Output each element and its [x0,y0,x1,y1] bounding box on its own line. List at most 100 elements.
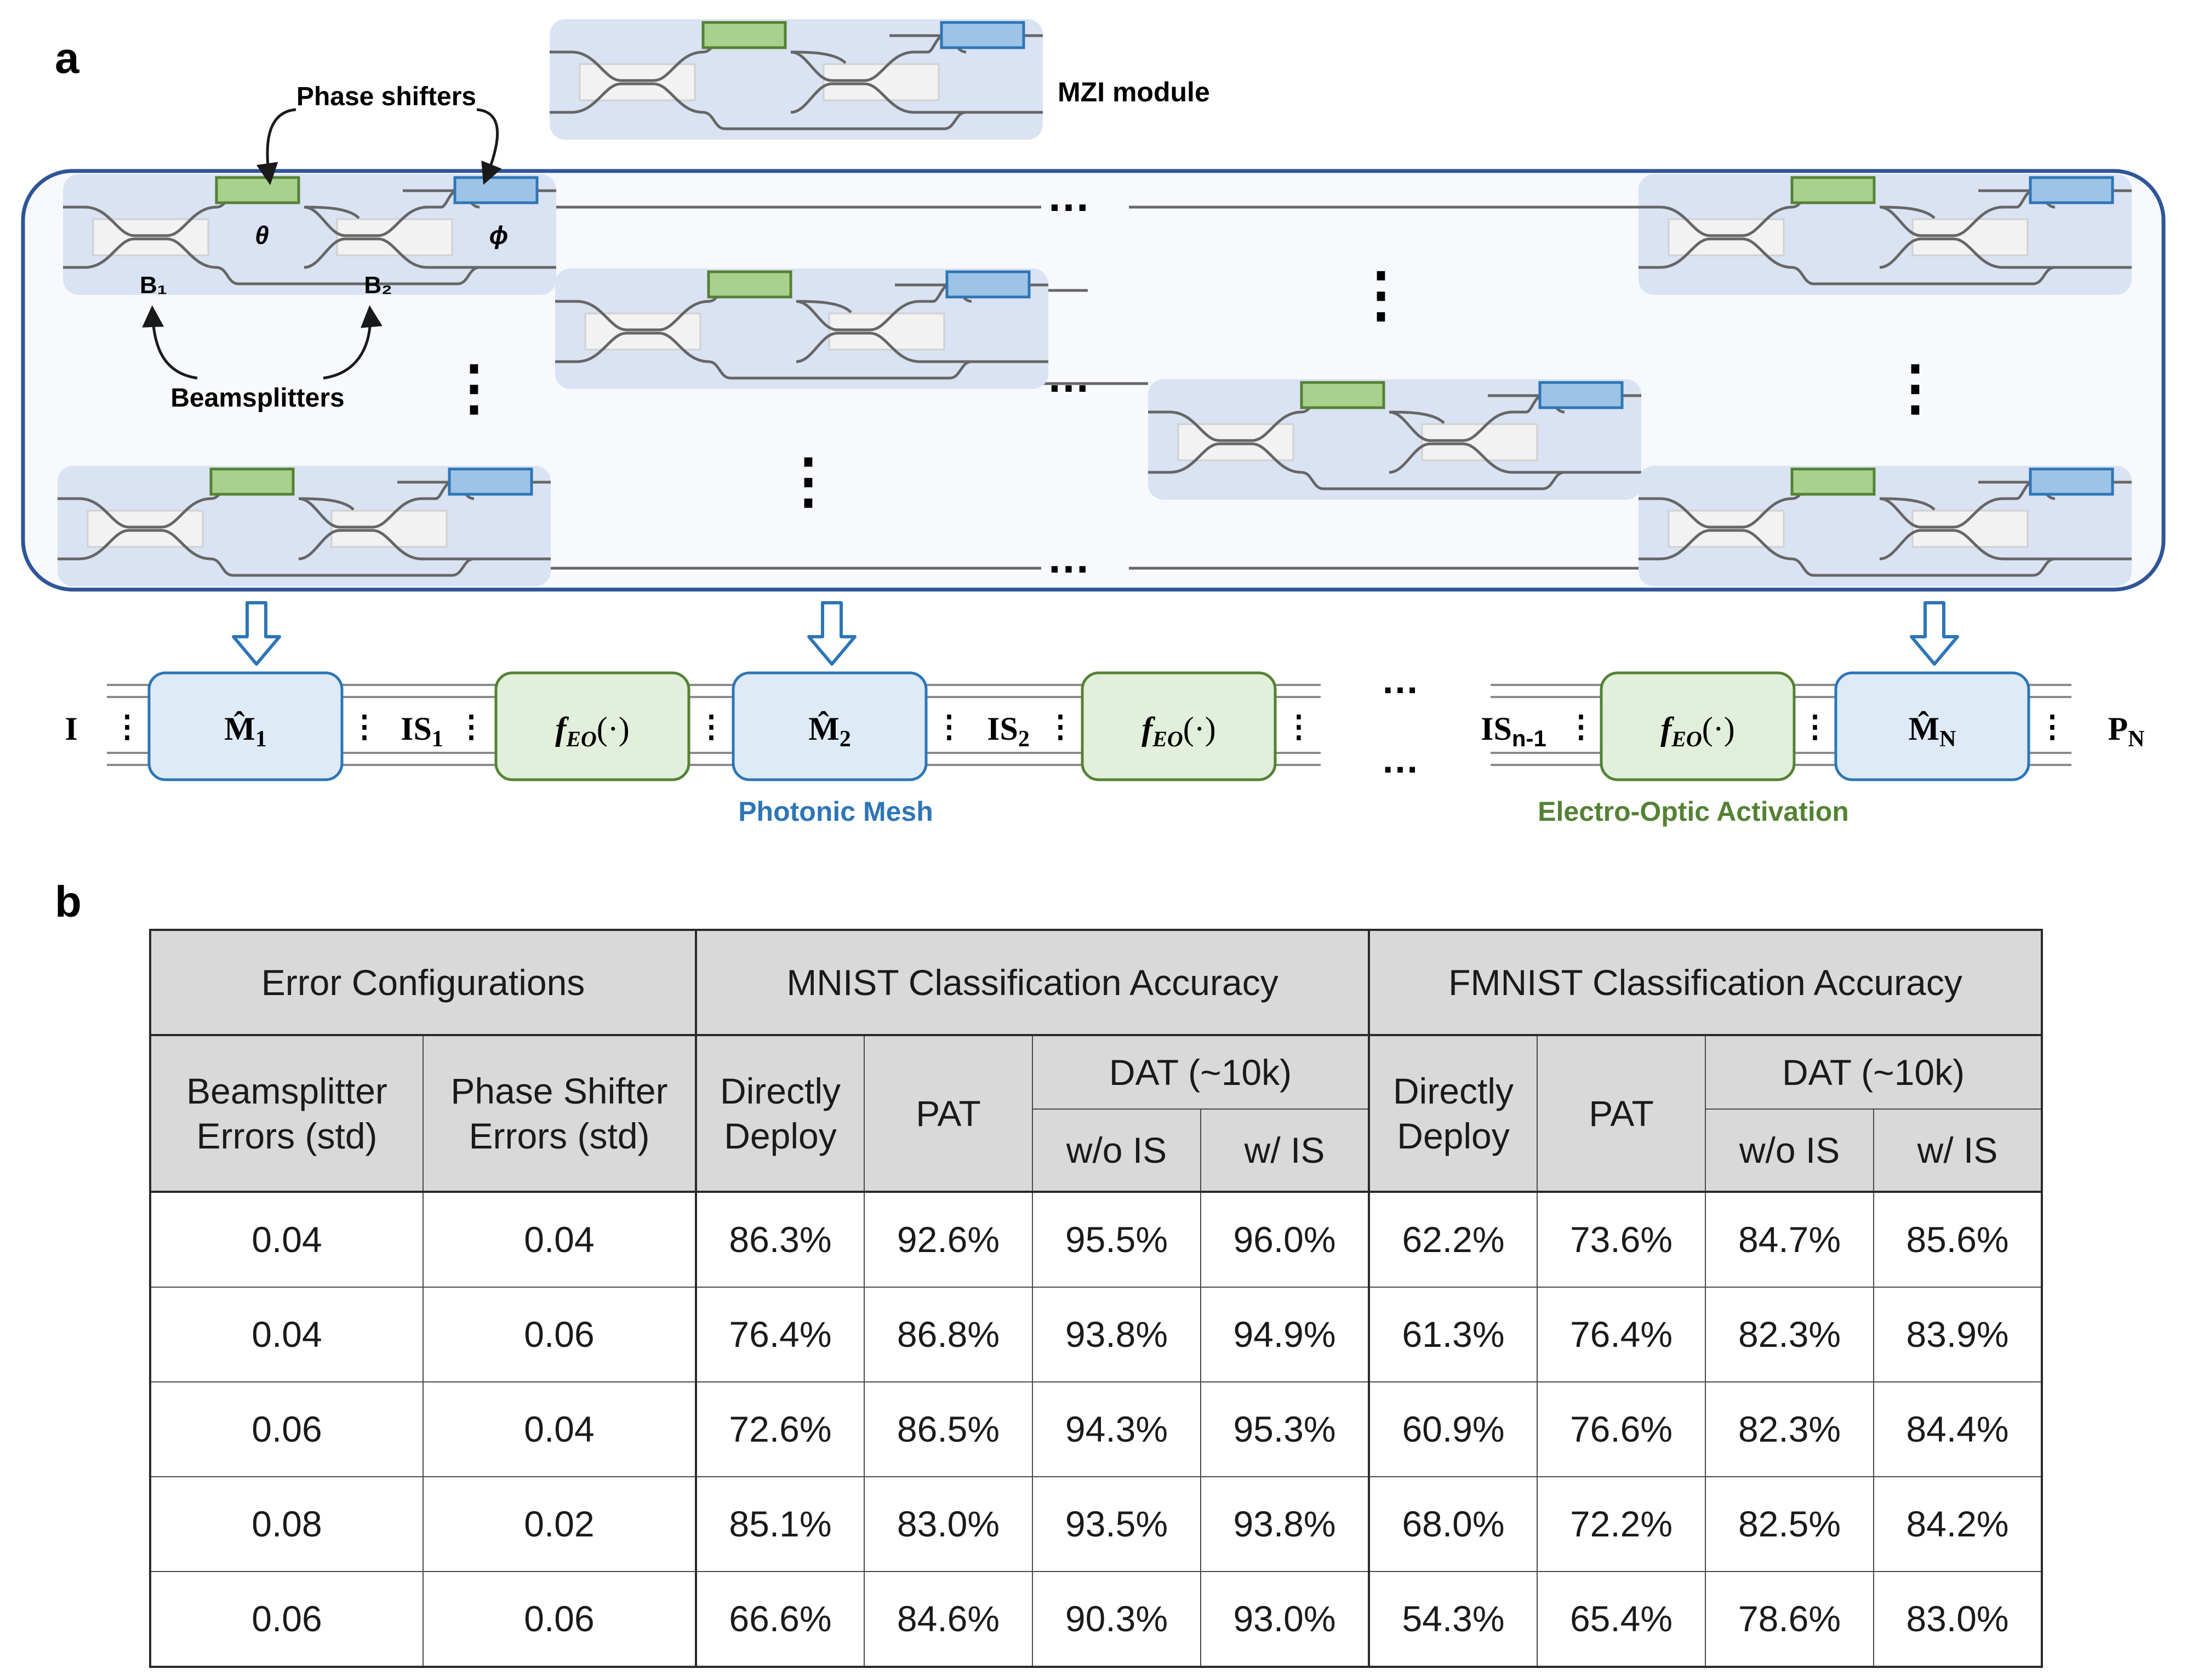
activation-box-n [1600,671,1796,781]
accuracy-table: Error Configurations MNIST Classificatio… [149,929,2043,1668]
mzi-module-label: MZI module [1058,77,1210,107]
header-error-configurations: Error Configurations [150,929,697,1036]
table-cell: 0.08 [150,1476,424,1572]
down-arrow-3 [1911,603,1957,664]
table-cell: 83.0% [864,1476,1033,1572]
vdots-p4: ⋮ [696,709,727,744]
svg-text:ISn-1: ISn-1 [1481,711,1546,751]
ellipsis-h-top: … [1047,172,1091,220]
ellipsis-h-bottom: … [1047,533,1091,582]
photonic-mesh-caption: Photonic Mesh [738,796,933,827]
table-cell: 0.06 [150,1381,424,1477]
table-cell: 54.3% [1368,1571,1538,1667]
vdots-p7: ⋮ [1283,709,1314,744]
table-cell: 94.9% [1200,1287,1370,1382]
table-cell: 86.3% [695,1191,865,1288]
vdots-p3: ⋮ [456,709,487,744]
beamsplitter-arrow-1 [142,305,198,380]
mesh-n-symbol: M̂ [1909,711,1940,747]
is1-sub: 1 [432,727,443,752]
table-cell: 0.06 [150,1571,424,1667]
mzi-module-2 [555,268,1048,389]
table-cell: 84.2% [1873,1476,2043,1572]
panel-a-label: a [55,33,79,82]
down-arrow-1 [233,603,279,664]
header-mnist-directly-deploy: Directly Deploy [695,1035,865,1193]
vdots-p5: ⋮ [934,709,964,744]
theta-label: θ [255,221,269,249]
table-cell: 0.02 [423,1476,697,1572]
table-cell: 0.04 [150,1191,424,1288]
table-cell: 82.3% [1705,1287,1875,1382]
table-cell: 0.04 [150,1287,424,1382]
table-cell: 68.0% [1368,1476,1538,1572]
b1-label: B₁ [140,272,167,299]
table-cell: 82.5% [1705,1476,1875,1572]
feo-1-arg: (·) [597,711,630,747]
b2-label: B₂ [364,272,392,299]
table-cell: 76.4% [1537,1287,1706,1382]
table-cell: 83.9% [1873,1287,2043,1382]
ellipsis-v-1: ⋮ [444,354,504,421]
phase-shifter-arrow-1 [256,108,296,185]
table-cell: 76.4% [695,1287,865,1382]
table-row: 0.08 0.02 85.1% 83.0% 93.5% 93.8% 68.0% … [150,1476,2043,1572]
table-cell: 90.3% [1032,1571,1201,1667]
ellipsis-h-mid: … [1047,352,1091,401]
svg-text:IS1: IS1 [401,711,443,752]
vdots-p9: ⋮ [1800,709,1830,744]
mzi-module-example [550,19,1043,140]
phi-label: ϕ [489,221,509,249]
table-cell: 78.6% [1705,1571,1875,1667]
phase-shifter-arrow-2 [476,108,502,185]
table-cell: 60.9% [1368,1381,1538,1477]
mzi-module-3 [58,466,551,586]
table-cell: 93.5% [1032,1476,1201,1572]
is1-label: IS [401,711,432,747]
header-phase-shifter-errors: Phase Shifter Errors (std) [423,1035,697,1193]
table-cell: 61.3% [1368,1287,1538,1382]
beamsplitter-arrow-2 [323,305,383,380]
mesh-box-2 [732,671,928,781]
input-label: I [65,711,77,747]
svg-text:M̂2: M̂2 [808,711,851,752]
eo-activation-caption: Electro-Optic Activation [1538,796,1849,827]
header-fmnist-directly-deploy: Directly Deploy [1368,1035,1538,1193]
svg-text:PN: PN [2108,711,2145,752]
table-cell: 72.2% [1537,1476,1706,1572]
table-cell: 0.06 [423,1287,697,1382]
header-fmnist: FMNIST Classification Accuracy [1368,929,2043,1036]
header-mnist-wo-is: w/o IS [1032,1108,1201,1193]
table-cell: 93.0% [1200,1571,1370,1667]
is2-label: IS [987,711,1018,747]
hdots-p-bottom: … [1381,738,1419,781]
table-cell: 84.7% [1705,1191,1875,1288]
svg-text:M̂1: M̂1 [224,711,267,752]
ellipsis-v-4: ⋮ [1885,354,1945,421]
table-cell: 76.6% [1537,1381,1706,1477]
mzi-mesh-diagram: MZI module … … … ⋮ ⋮ ⋮ ⋮ Phase shifters … [21,0,2166,827]
table-cell: 0.04 [423,1381,697,1477]
svg-text:M̂N: M̂N [1909,711,1956,752]
header-fmnist-dat: DAT (~10k) [1705,1035,2043,1110]
table-cell: 84.4% [1873,1381,2043,1477]
mesh-2-sub: 2 [840,727,851,752]
mesh-1-symbol: M̂ [224,711,255,747]
mzi-module-1 [63,174,556,295]
table-cell: 72.6% [695,1381,865,1477]
table-cell: 86.8% [864,1287,1033,1382]
header-mnist-w-is: w/ IS [1200,1108,1370,1193]
vdots-p1: ⋮ [112,709,142,744]
table-cell: 83.0% [1873,1571,2043,1667]
table-row: 0.04 0.04 86.3% 92.6% 95.5% 96.0% 62.2% … [150,1191,2043,1288]
header-beamsplitter-errors: Beamsplitter Errors (std) [150,1035,424,1193]
mesh-box-1 [147,671,344,781]
table-row: 0.04 0.06 76.4% 86.8% 93.8% 94.9% 61.3% … [150,1287,2043,1382]
table-cell: 85.1% [695,1476,865,1572]
ellipsis-v-2: ⋮ [778,447,838,515]
header-fmnist-w-is: w/ IS [1873,1108,2043,1193]
vdots-p10: ⋮ [2037,709,2068,744]
table-cell: 92.6% [864,1191,1033,1288]
isn1-label: IS [1481,711,1512,747]
vdots-p2: ⋮ [349,709,380,744]
